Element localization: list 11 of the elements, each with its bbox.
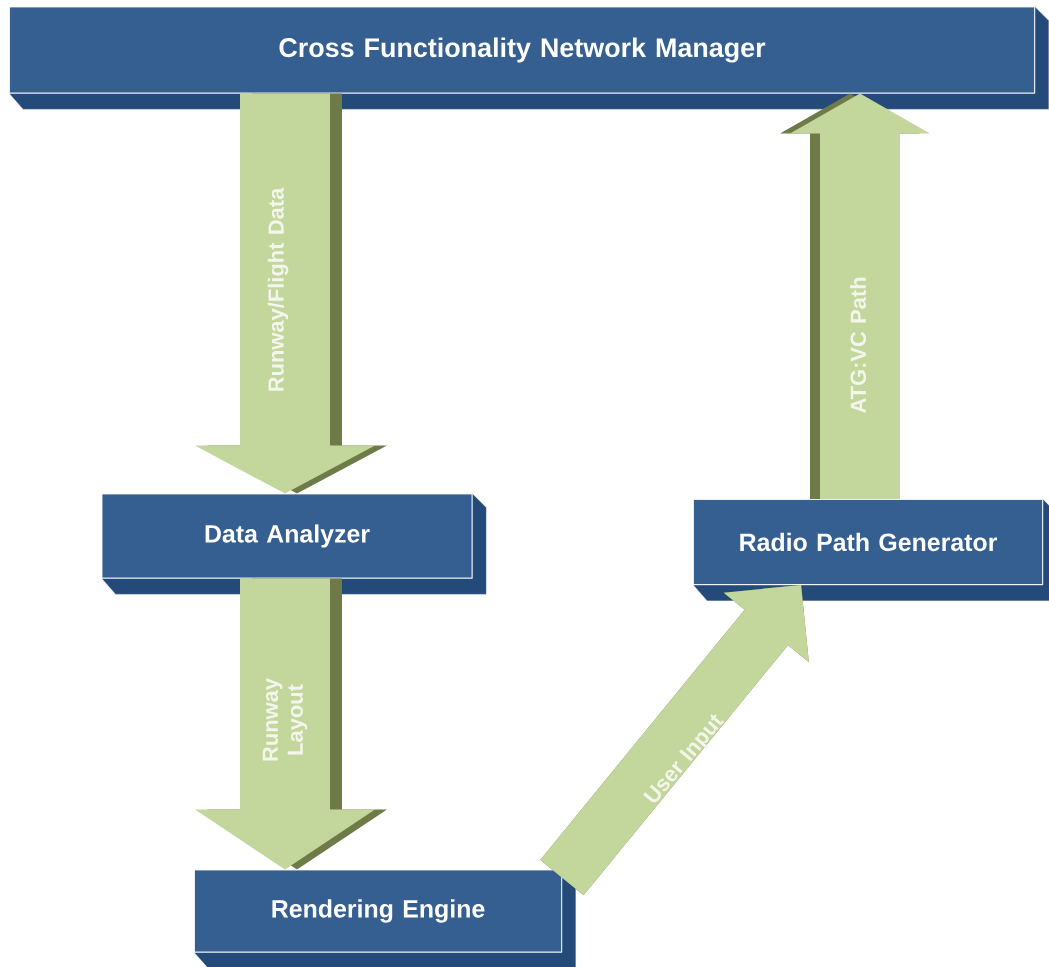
edge-label: Runway Layout — [262, 678, 308, 761]
arrow — [540, 584, 809, 896]
arrow — [195, 93, 387, 494]
arrow — [195, 578, 387, 870]
process-box: Radio Path Generator — [692, 498, 1049, 602]
edge-label: Runway/Flight Data — [267, 187, 289, 391]
process-box: Cross Functionality Network Manager — [8, 6, 1049, 110]
process-box: Rendering Engine — [193, 869, 577, 967]
arrow — [780, 93, 930, 500]
edge-label: ATG:VC Path — [849, 277, 867, 414]
process-box: Data Analyzer — [101, 493, 487, 595]
